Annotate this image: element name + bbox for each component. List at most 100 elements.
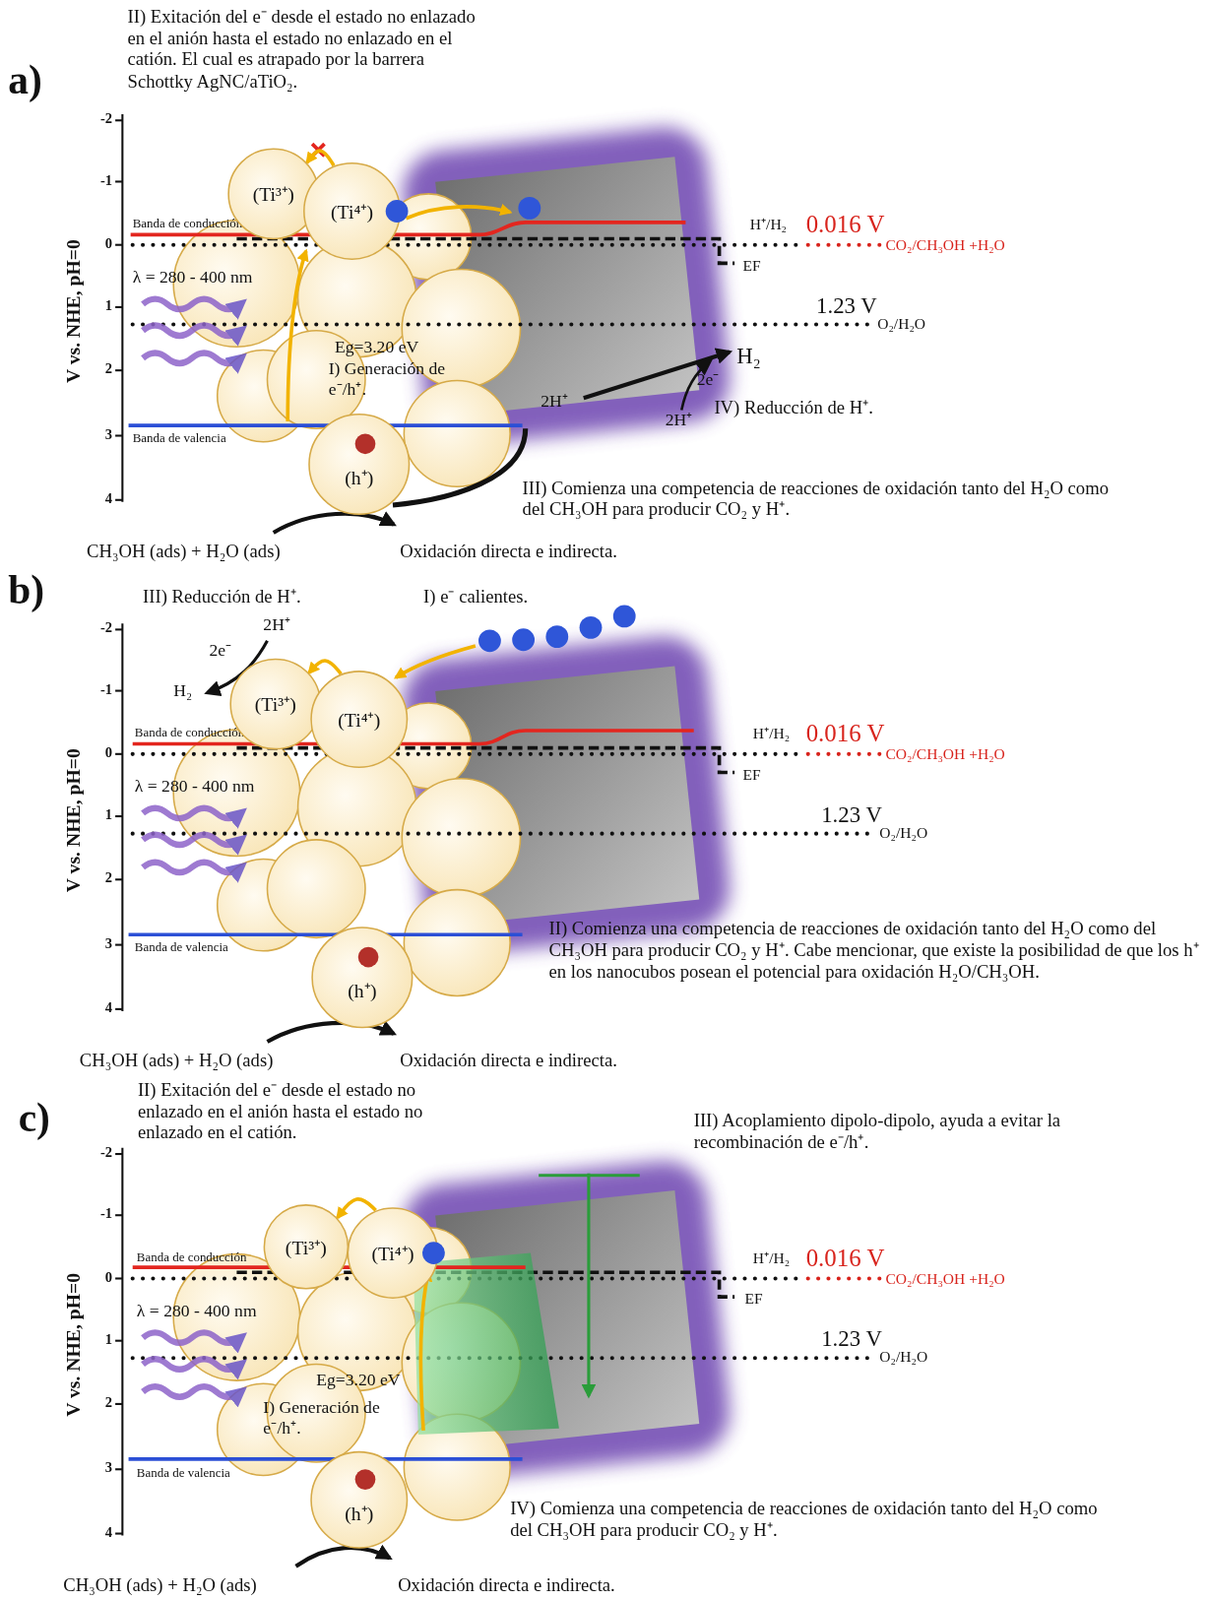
- redox-label: H⁺/H₂: [753, 725, 790, 744]
- particle-shape: [312, 927, 413, 1028]
- redox-label: EF: [742, 256, 761, 275]
- art-path: [392, 428, 526, 506]
- tick-label: -2: [85, 1145, 113, 1162]
- particle-circle: (h⁺): [311, 926, 414, 1029]
- art-circle: [478, 629, 502, 652]
- art-path: [405, 206, 510, 219]
- annotation: CH₃OH (ads) + H₂O (ads): [63, 1574, 257, 1596]
- particle-label: (Ti⁴⁺): [371, 1239, 414, 1267]
- art-circle: [613, 605, 637, 629]
- particle-circle: (Ti⁴⁺): [346, 1207, 439, 1299]
- redox-couple: CO₂/CH₃OH +H₂O: [885, 746, 1005, 764]
- axis-title: V vs. NHE, pH=0: [62, 239, 85, 383]
- annotation: IV) Comienza una competencia de reaccion…: [509, 1497, 1123, 1541]
- annotation: II) Comienza una competencia de reaccion…: [549, 918, 1203, 984]
- tick-label: -1: [85, 1206, 113, 1223]
- tick-label: 1: [85, 1331, 113, 1348]
- tick-label: 3: [85, 426, 113, 444]
- charge-dot: [385, 199, 409, 223]
- particle-shape: [304, 163, 400, 259]
- annotation: 2H⁺: [262, 615, 291, 637]
- tick-label: 1: [85, 807, 113, 825]
- charge-dot: [358, 947, 380, 968]
- particle-outline: [310, 1451, 408, 1549]
- annotation: λ = 280 - 400 nm: [136, 1300, 257, 1322]
- potential-value: 0.016 V: [806, 719, 886, 749]
- potential-value: 0.016 V: [806, 1243, 886, 1273]
- redox-label: O₂/H₂O: [877, 315, 926, 333]
- annotation: 2H⁺: [665, 410, 694, 432]
- tick-label: 2: [85, 361, 113, 379]
- panel-letter: c): [18, 1093, 51, 1143]
- particle-circle: (h⁺): [308, 413, 411, 516]
- redox-couple: CO₂/CH₃OH +H₂O: [885, 1270, 1005, 1288]
- tick-label: -2: [85, 620, 113, 637]
- potential-value: 1.23 V: [821, 1325, 883, 1352]
- particle-outline: [308, 413, 411, 516]
- electron-transfer-arrow: [307, 150, 334, 166]
- particle-shape: [309, 414, 410, 515]
- particle-circle: (Ti⁴⁺): [310, 670, 408, 768]
- tick-label: 2: [85, 1395, 113, 1412]
- art-path: [420, 1271, 429, 1431]
- art-path: [273, 513, 394, 533]
- band-label: Banda de valencia: [132, 430, 227, 446]
- particle-label: (h⁺): [344, 464, 374, 492]
- annotation: IV) Reducción de H⁺.: [713, 396, 874, 419]
- art-line: [538, 1173, 640, 1177]
- art-path: [287, 251, 307, 422]
- art-path: [296, 1547, 390, 1567]
- redox-label: EF: [744, 1290, 763, 1309]
- annotation: I) Generación de e⁻/h⁺.: [262, 1398, 406, 1440]
- tick-label: 2: [85, 870, 113, 888]
- art-circle: [517, 196, 541, 220]
- tick-label: 0: [85, 1269, 113, 1286]
- band-label: Banda de conducción: [132, 216, 244, 232]
- panel-a-extras: [130, 143, 730, 533]
- particle-circle: (h⁺): [310, 1451, 408, 1549]
- annotation: III) Reducción de H⁺.: [142, 586, 302, 609]
- particle-shape: [228, 148, 319, 239]
- potential-value: 1.23 V: [816, 292, 878, 319]
- art-g: [478, 605, 637, 653]
- art-path: [413, 1253, 560, 1435]
- redox-label: H⁺/H₂: [750, 216, 787, 235]
- tick-label: 0: [85, 235, 113, 253]
- annotation: III) Acoplamiento dipolo-dipolo, ayuda a…: [694, 1109, 1123, 1153]
- annotation: I) e⁻ calientes.: [423, 586, 528, 609]
- art-path: [583, 352, 730, 399]
- annotation: II) Exitación del e⁻ desde el estado no …: [127, 5, 481, 93]
- panel-c-base: [115, 1147, 891, 1536]
- band-label: Banda de conducción: [136, 1249, 248, 1265]
- tick-label: 3: [85, 1460, 113, 1477]
- annotation: II) Exitación del e⁻ desde el estado no …: [137, 1079, 475, 1145]
- potential-value: 0.016 V: [806, 209, 886, 239]
- charge-dot: [355, 433, 377, 454]
- annotation: 2H⁺: [540, 391, 569, 413]
- tick-label: -2: [85, 111, 113, 128]
- particle-circle: (Ti³⁺): [229, 657, 321, 750]
- redox-couple: CO₂/CH₃OH +H₂O: [885, 236, 1005, 255]
- particle-circle: (Ti³⁺): [227, 147, 319, 240]
- annotation: λ = 280 - 400 nm: [134, 776, 255, 798]
- particle-label: (Ti⁴⁺): [337, 705, 381, 733]
- annotation: Oxidación directa e indirecta.: [399, 1049, 618, 1072]
- annotation: Oxidación directa e indirecta.: [397, 1574, 616, 1596]
- redox-label: O₂/H₂O: [879, 1348, 928, 1367]
- tick-label: 4: [85, 1524, 113, 1541]
- particle-shape: [311, 671, 407, 767]
- annotation: Oxidación directa e indirecta.: [399, 540, 618, 563]
- tick-label: 4: [85, 490, 113, 508]
- particle-outline: [311, 926, 414, 1029]
- annotation: H₂: [173, 680, 192, 701]
- art-circle: [579, 616, 603, 639]
- charge-dot: [422, 1241, 446, 1265]
- particle-label: (Ti³⁺): [285, 1233, 327, 1261]
- particle-label: (h⁺): [347, 977, 377, 1005]
- particle-label: (Ti³⁺): [253, 180, 295, 207]
- art-line: [586, 1173, 590, 1397]
- particle-circle: (Ti³⁺): [262, 1204, 349, 1290]
- band-label: Banda de conducción: [134, 725, 246, 741]
- annotation: I) Generación de e⁻/h⁺.: [328, 359, 472, 401]
